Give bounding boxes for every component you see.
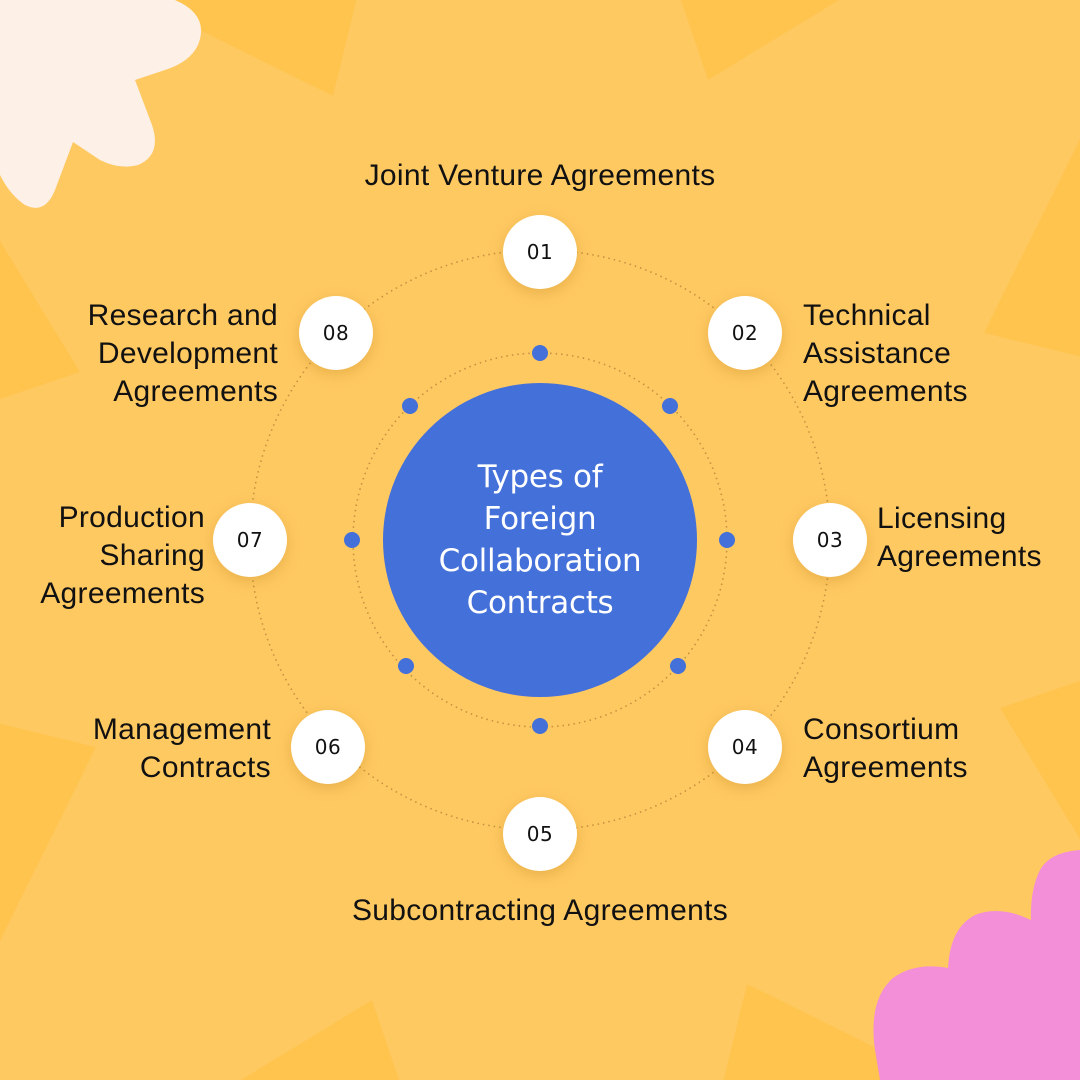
node-number: 05 <box>526 822 554 846</box>
accent-dot <box>719 532 735 548</box>
node-01: 01 <box>503 215 577 289</box>
label-joint-venture: Joint Venture Agreements <box>364 159 716 192</box>
label-subcontracting: Subcontracting Agreements <box>351 894 729 927</box>
center-title-line: Contracts <box>466 585 614 621</box>
label-research-development: Research and Development Agreements <box>87 299 278 408</box>
node-number: 07 <box>236 528 264 552</box>
node-06: 06 <box>291 710 365 784</box>
label-consortium: Consortium Agreements <box>803 713 968 784</box>
accent-dot <box>532 345 548 361</box>
node-05: 05 <box>503 797 577 871</box>
accent-dot <box>532 718 548 734</box>
pink-blob-decoration <box>873 850 1080 1080</box>
accent-dot <box>662 398 678 414</box>
label-licensing: Licensing Agreements <box>877 502 1042 573</box>
center-title-line: Types of <box>477 459 603 495</box>
label-production-sharing: Production Sharing Agreements <box>40 501 205 610</box>
node-number: 03 <box>816 528 844 552</box>
accent-dot <box>670 658 686 674</box>
accent-dot <box>402 398 418 414</box>
label-technical-assistance: Technical Assistance Agreements <box>803 299 968 408</box>
node-number: 01 <box>526 240 554 264</box>
center-title-line: Collaboration <box>438 543 642 579</box>
node-number: 04 <box>731 735 759 759</box>
node-number: 02 <box>731 321 759 345</box>
node-number: 08 <box>322 321 350 345</box>
node-number: 06 <box>314 735 342 759</box>
center-title-line: Foreign <box>483 501 597 537</box>
accent-dot <box>398 658 414 674</box>
node-03: 03 <box>793 503 867 577</box>
node-02: 02 <box>708 296 782 370</box>
node-07: 07 <box>213 503 287 577</box>
cream-blob-decoration <box>0 0 202 208</box>
center-title-circle: Types of Foreign Collaboration Contracts <box>383 383 697 697</box>
label-management: Management Contracts <box>92 713 271 784</box>
accent-dot <box>344 532 360 548</box>
node-04: 04 <box>708 710 782 784</box>
node-08: 08 <box>299 296 373 370</box>
center-title: Types of Foreign Collaboration Contracts <box>410 456 670 624</box>
